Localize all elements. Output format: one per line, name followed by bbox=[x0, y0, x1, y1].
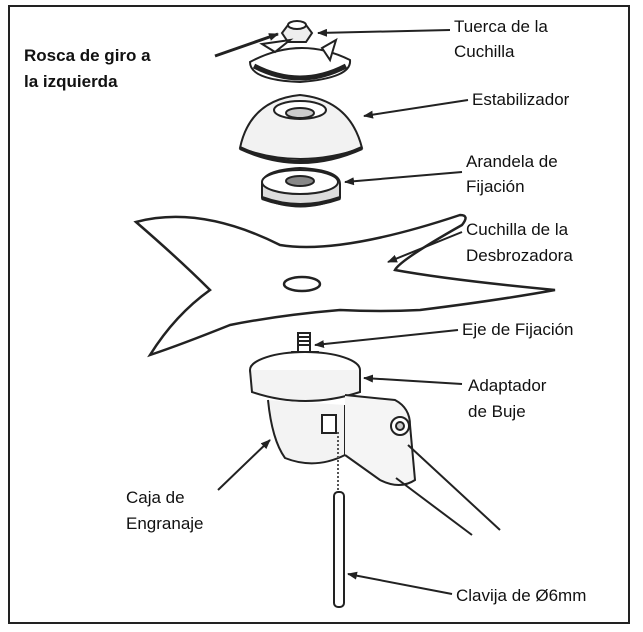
label-tuerca-line2: Cuchilla bbox=[454, 42, 515, 61]
blade-nut bbox=[248, 20, 352, 84]
label-tuerca-line1: Tuerca de la bbox=[454, 17, 548, 36]
leader-arrows bbox=[214, 28, 469, 595]
label-rosca-line2: la izquierda bbox=[24, 72, 118, 91]
label-cuchilla-line2: Desbrozadora bbox=[466, 246, 573, 265]
fixing-washer bbox=[261, 166, 341, 208]
label-clavija: Clavija de Ø6mm bbox=[456, 586, 587, 605]
stabilizer-cup bbox=[238, 93, 364, 164]
locking-pin bbox=[333, 432, 345, 608]
label-estabilizador: Estabilizador bbox=[472, 90, 570, 109]
label-caja-line1: Caja de bbox=[126, 488, 185, 507]
label-arandela-line1: Arandela de bbox=[466, 152, 558, 171]
label-cuchilla-line1: Cuchilla de la bbox=[466, 220, 569, 239]
label-adaptador-line2: de Buje bbox=[468, 402, 526, 421]
label-arandela-line2: Fijación bbox=[466, 177, 525, 196]
label-caja-line2: Engranaje bbox=[126, 514, 204, 533]
label-rosca-line1: Rosca de giro a bbox=[24, 46, 151, 65]
label-eje: Eje de Fijación bbox=[462, 320, 574, 339]
label-adaptador-line1: Adaptador bbox=[468, 376, 547, 395]
gear-case-assembly bbox=[249, 351, 501, 536]
trimmer-blade bbox=[133, 213, 556, 358]
